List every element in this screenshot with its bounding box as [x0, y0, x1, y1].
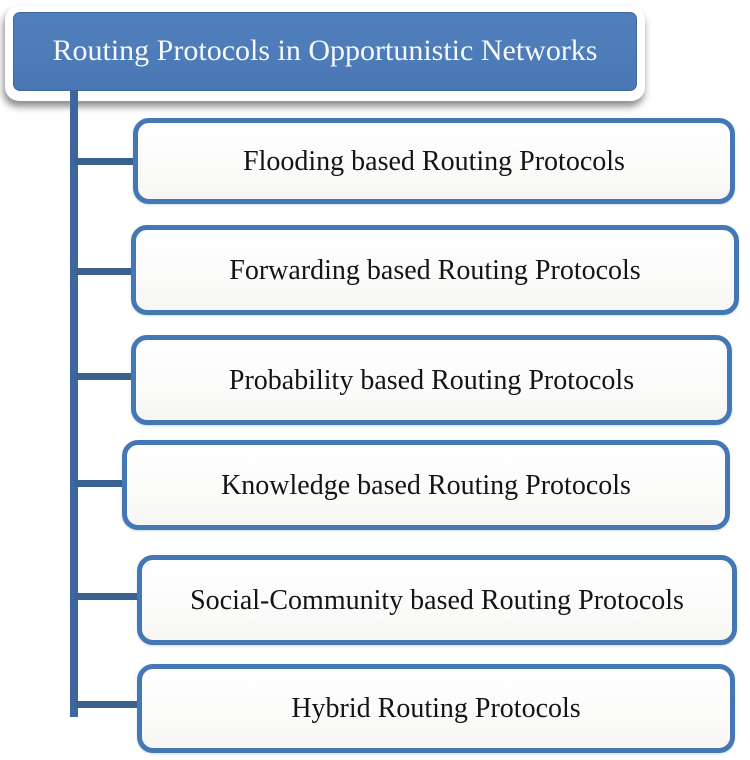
connector-flooding [74, 158, 144, 165]
connector-hybrid [74, 701, 147, 708]
category-box-social-community: Social-Community based Routing Protocols [137, 555, 737, 645]
diagram-title-box: Routing Protocols in Opportunistic Netwo… [13, 12, 637, 91]
connector-forwarding [74, 268, 142, 275]
category-label-social-community: Social-Community based Routing Protocols [190, 584, 684, 616]
category-label-knowledge: Knowledge based Routing Protocols [221, 469, 631, 501]
category-box-forwarding: Forwarding based Routing Protocols [131, 225, 739, 315]
category-box-flooding: Flooding based Routing Protocols [133, 118, 735, 204]
category-label-hybrid: Hybrid Routing Protocols [291, 693, 581, 724]
connector-probability [74, 373, 142, 380]
title-frame: Routing Protocols in Opportunistic Netwo… [5, 6, 645, 101]
category-label-flooding: Flooding based Routing Protocols [243, 145, 625, 177]
tree-vertical-line [70, 90, 78, 717]
category-box-hybrid: Hybrid Routing Protocols [137, 664, 735, 753]
category-label-probability: Probability based Routing Protocols [228, 364, 635, 396]
category-label-forwarding: Forwarding based Routing Protocols [229, 254, 641, 286]
category-box-probability: Probability based Routing Protocols [131, 335, 732, 425]
connector-social-community [74, 593, 147, 600]
diagram-title: Routing Protocols in Opportunistic Netwo… [52, 34, 598, 68]
connector-knowledge [74, 480, 132, 487]
category-box-knowledge: Knowledge based Routing Protocols [122, 440, 730, 530]
